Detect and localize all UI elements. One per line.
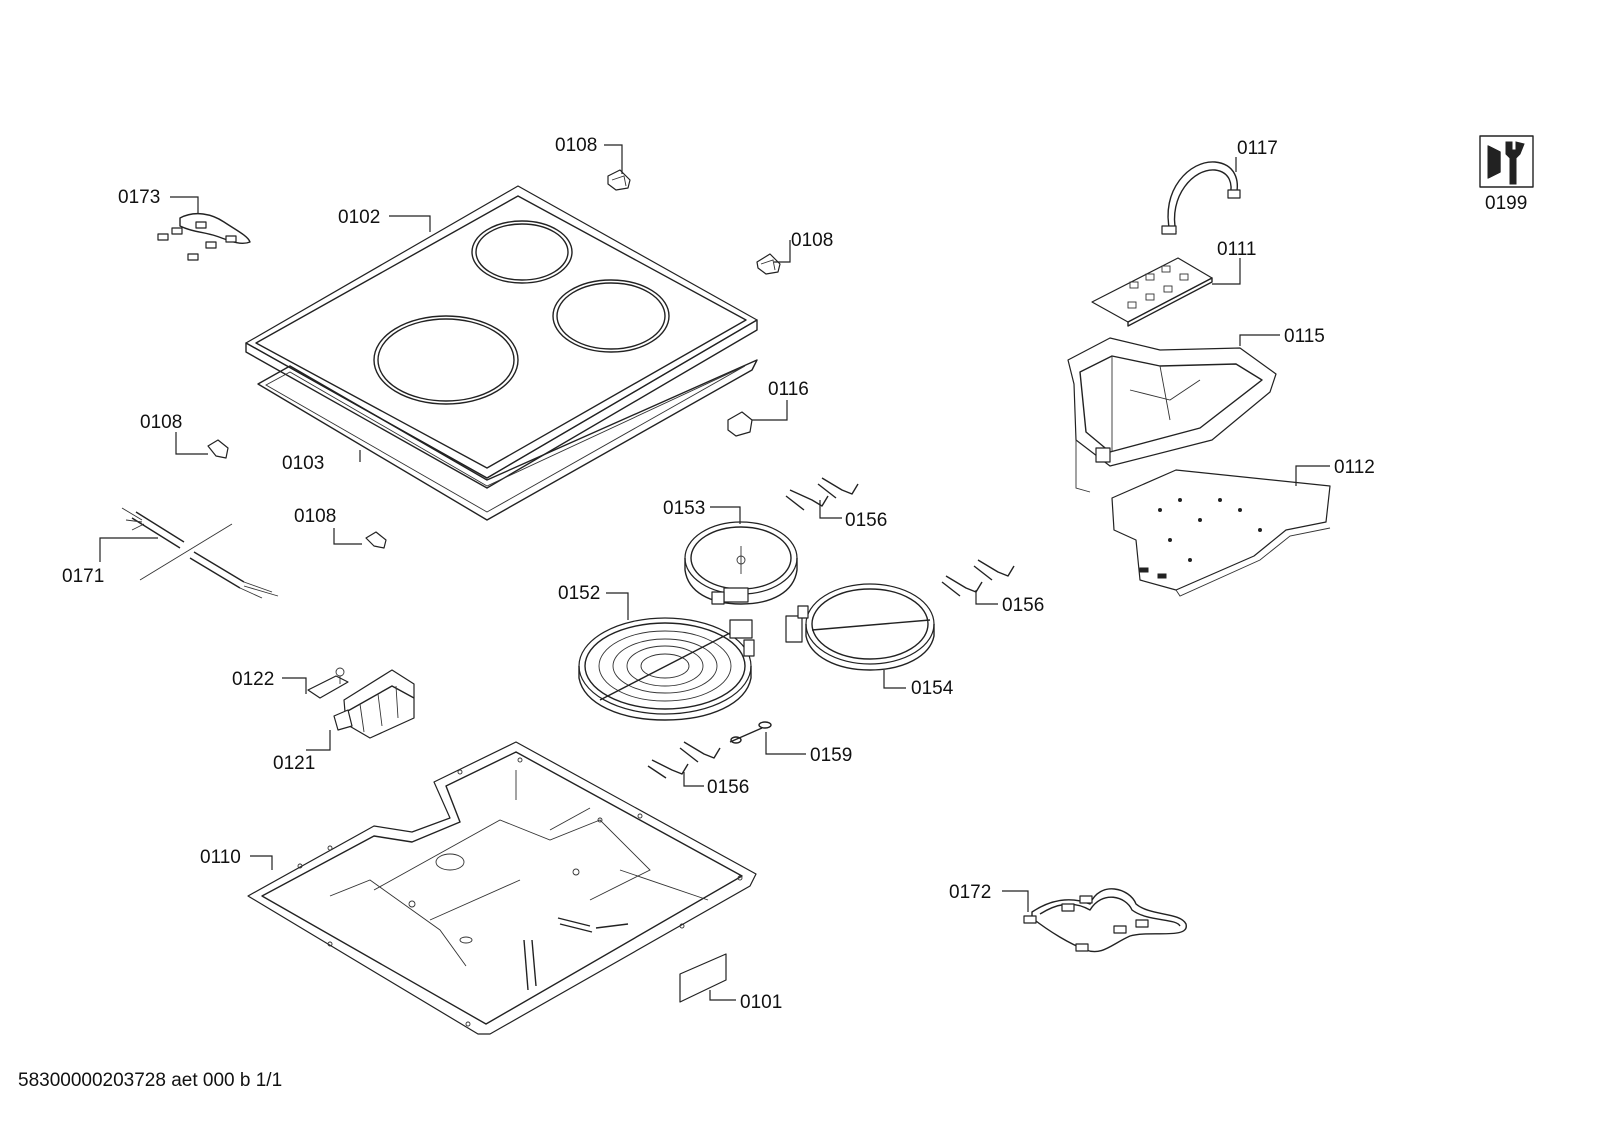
part-0156-clamps-a[interactable]	[785, 477, 859, 511]
part-0108-clip-top[interactable]	[607, 169, 631, 191]
part-0117-ribbon-cable[interactable]	[1161, 161, 1241, 235]
label-0154[interactable]: 0154	[911, 678, 954, 699]
label-0121[interactable]: 0121	[273, 753, 315, 774]
label-0173[interactable]: 0173	[118, 187, 160, 208]
document-code: 58300000203728 aet 000 b 1/1	[18, 1070, 282, 1091]
label-0171[interactable]: 0171	[62, 566, 104, 587]
label-0172[interactable]: 0172	[949, 882, 991, 903]
part-0103-seal[interactable]	[257, 359, 758, 521]
label-0108-right[interactable]: 0108	[791, 230, 833, 251]
label-0122[interactable]: 0122	[232, 669, 274, 690]
part-0108-clip-right[interactable]	[756, 253, 781, 275]
part-0156-clamps-c[interactable]	[647, 741, 721, 779]
label-0101[interactable]: 0101	[740, 992, 782, 1013]
part-0115-control-housing[interactable]	[1067, 337, 1277, 493]
part-0152-radiant-heater-large[interactable]	[578, 617, 755, 721]
part-0101-rating-plate[interactable]	[679, 953, 727, 1003]
part-0171-mains-cable[interactable]	[121, 507, 279, 599]
part-0108-clip-left[interactable]	[207, 439, 229, 459]
label-0108-left[interactable]: 0108	[140, 412, 182, 433]
label-0115[interactable]: 0115	[1284, 326, 1325, 347]
label-0153[interactable]: 0153	[663, 498, 705, 519]
label-0116[interactable]: 0116	[768, 379, 809, 400]
part-0116-bracket[interactable]	[727, 411, 753, 437]
label-0156-c[interactable]: 0156	[707, 777, 749, 798]
label-0112[interactable]: 0112	[1334, 457, 1375, 478]
label-0111[interactable]: 0111	[1217, 239, 1256, 260]
part-labels: 0102 0103 0173 0108 0108 0108 0108 0171 …	[62, 135, 1527, 1013]
label-0117[interactable]: 0117	[1237, 138, 1278, 159]
label-0102[interactable]: 0102	[338, 207, 380, 228]
label-0152[interactable]: 0152	[558, 583, 600, 604]
wrench-nut-icon	[1479, 135, 1534, 188]
part-0121-terminal-block[interactable]	[333, 669, 415, 739]
part-0172-wire-harness[interactable]	[1023, 888, 1187, 953]
label-0103[interactable]: 0103	[282, 453, 324, 474]
label-0110[interactable]: 0110	[200, 847, 241, 868]
part-0159-retaining-wire[interactable]	[729, 721, 772, 744]
label-0159[interactable]: 0159	[810, 745, 852, 766]
label-0156-a[interactable]: 0156	[845, 510, 887, 531]
label-0156-b[interactable]: 0156	[1002, 595, 1044, 616]
label-0199[interactable]: 0199	[1485, 193, 1527, 214]
part-0173-clip-set[interactable]	[157, 212, 251, 261]
part-0111-control-board[interactable]	[1091, 257, 1213, 327]
part-0112-power-board[interactable]	[1111, 469, 1331, 597]
part-0110-bottom-tray[interactable]	[247, 741, 757, 1035]
leader-lines	[99, 144, 1330, 1001]
label-0108-top[interactable]: 0108	[555, 135, 597, 156]
part-0153-radiant-heater-small[interactable]	[684, 521, 798, 605]
label-0108-low[interactable]: 0108	[294, 506, 336, 527]
part-0156-clamps-b[interactable]	[941, 559, 1015, 597]
part-0122-bracket[interactable]	[307, 667, 349, 699]
part-0102-ceramic-hob[interactable]	[245, 185, 758, 489]
part-0108-clip-low[interactable]	[365, 531, 387, 549]
part-0154-dual-circuit-heater[interactable]	[785, 583, 935, 671]
